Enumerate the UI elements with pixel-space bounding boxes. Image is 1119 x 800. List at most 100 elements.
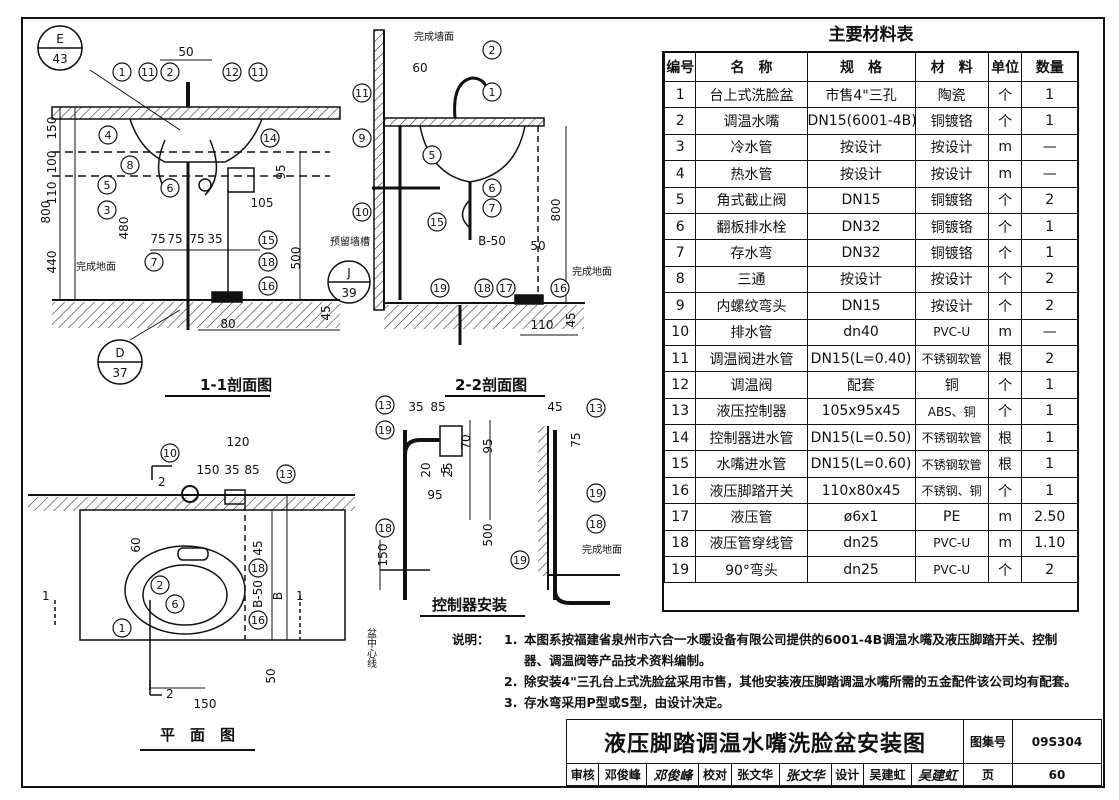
ref-e-sheet: 43 <box>52 52 67 66</box>
table-cell: 调温水嘴 <box>695 107 808 135</box>
table-cell: 铜 <box>914 371 989 399</box>
table-cell: 2 <box>1021 292 1078 320</box>
callout-number: 19 <box>589 487 603 500</box>
table-cell: 个 <box>987 397 1023 426</box>
ref-e-letter: E <box>56 32 64 46</box>
callout-number: 2 <box>157 579 164 592</box>
callout-number: 10 <box>163 447 177 460</box>
table-cell: 内螺纹弯头 <box>695 292 808 320</box>
section-mark-2-top: 2 <box>158 475 166 489</box>
table-cell: 4 <box>663 160 697 188</box>
table-cell: 8 <box>663 265 697 294</box>
callout-number: 5 <box>429 149 436 162</box>
table-cell: 调温阀 <box>695 371 808 399</box>
table-cell: DN15(L=0.60) <box>806 450 916 478</box>
dimension-label: 45 <box>251 540 265 555</box>
callout-number: 6 <box>172 598 179 611</box>
callout-circle <box>375 395 395 415</box>
table-cell: dn25 <box>806 556 916 584</box>
dimension-label: 150 <box>45 117 59 140</box>
table-cell: 铜镀铬 <box>914 212 989 241</box>
callout-number: 5 <box>104 179 111 192</box>
trap-2-2 <box>461 199 471 229</box>
callout-number: 16 <box>261 280 275 293</box>
table-cell: m <box>987 160 1023 188</box>
table-cell: 1 <box>1021 80 1078 109</box>
table-cell: 2 <box>1021 265 1078 294</box>
table-cell: m <box>987 529 1023 558</box>
dimension-label: 500 <box>289 247 303 270</box>
table-cell: 2 <box>1021 344 1078 373</box>
atlas-no: 09S304 <box>1012 719 1102 764</box>
dimension-label: 110 <box>45 182 59 205</box>
ref-j-letter: J <box>346 266 351 280</box>
callout-number: 10 <box>355 206 369 219</box>
callout-number: 3 <box>104 204 111 217</box>
table-cell: 11 <box>663 344 697 373</box>
table-cell: 110x80x45 <box>806 476 916 505</box>
callout-circle <box>352 202 372 222</box>
table-cell: m <box>987 318 1023 346</box>
table-cell: 三通 <box>695 265 808 294</box>
callout-number: 13 <box>279 468 293 481</box>
table-cell: 个 <box>987 107 1023 135</box>
controller-box-1-1 <box>227 167 255 193</box>
finished-floor-label-1-1: 完成地面 <box>76 260 116 273</box>
ref-j-sheet: 39 <box>341 286 356 300</box>
note-1-text: 本图系按福建省泉州市六合一水暖设备有限公司提供的6001-4B调温水嘴及液压脚踏… <box>524 632 1058 647</box>
finished-floor-label-ctrl: 完成地面 <box>582 543 622 556</box>
foot-switch-1-1 <box>211 291 243 303</box>
callout-number: 7 <box>489 202 496 215</box>
table-cell: — <box>1021 160 1078 188</box>
ref-j <box>327 260 371 304</box>
table-cell: 1 <box>1021 424 1078 452</box>
table-cell: 5 <box>663 186 697 214</box>
table-cell: 18 <box>663 529 697 558</box>
callout-number: 13 <box>589 402 603 415</box>
view-title-plan: 平 面 图 <box>160 726 235 744</box>
dimension-label: 45 <box>564 312 578 327</box>
finished-wall-label: 完成墙面 <box>414 30 454 43</box>
review-label: 审核 <box>565 763 600 786</box>
table-header-cell: 数量 <box>1021 52 1078 82</box>
callout-number: 6 <box>167 182 174 195</box>
callout-circle <box>97 175 117 195</box>
table-cell: 14 <box>663 424 697 452</box>
table-cell: 不锈钢软管 <box>914 344 989 373</box>
table-cell: 不锈钢软管 <box>914 424 989 452</box>
dimension-label: 150 <box>376 544 390 567</box>
note-3-text: 存水弯采用P型或S型，由设计决定。 <box>524 695 730 710</box>
drawing-frame <box>21 17 1105 788</box>
callout-number: 19 <box>378 424 392 437</box>
table-cell: 存水弯 <box>695 239 808 267</box>
callout-circle <box>474 278 494 298</box>
wall-2-2 <box>373 29 385 311</box>
dimension-label: 120 <box>227 435 250 449</box>
dimension-label: 60 <box>129 537 143 552</box>
table-cell: 液压管穿线管 <box>695 529 808 558</box>
table-cell: 市售4"三孔 <box>806 80 916 109</box>
dimension-label: 50 <box>264 668 278 683</box>
check-label: 校对 <box>698 763 732 786</box>
dimension-label: 85 <box>244 463 259 477</box>
table-cell: 个 <box>987 212 1023 241</box>
callout-number: 16 <box>553 282 567 295</box>
table-cell: 按设计 <box>806 133 916 162</box>
table-cell: 2 <box>1021 556 1078 584</box>
table-cell: 1 <box>1021 371 1078 399</box>
table-cell: PVC-U <box>914 556 989 584</box>
